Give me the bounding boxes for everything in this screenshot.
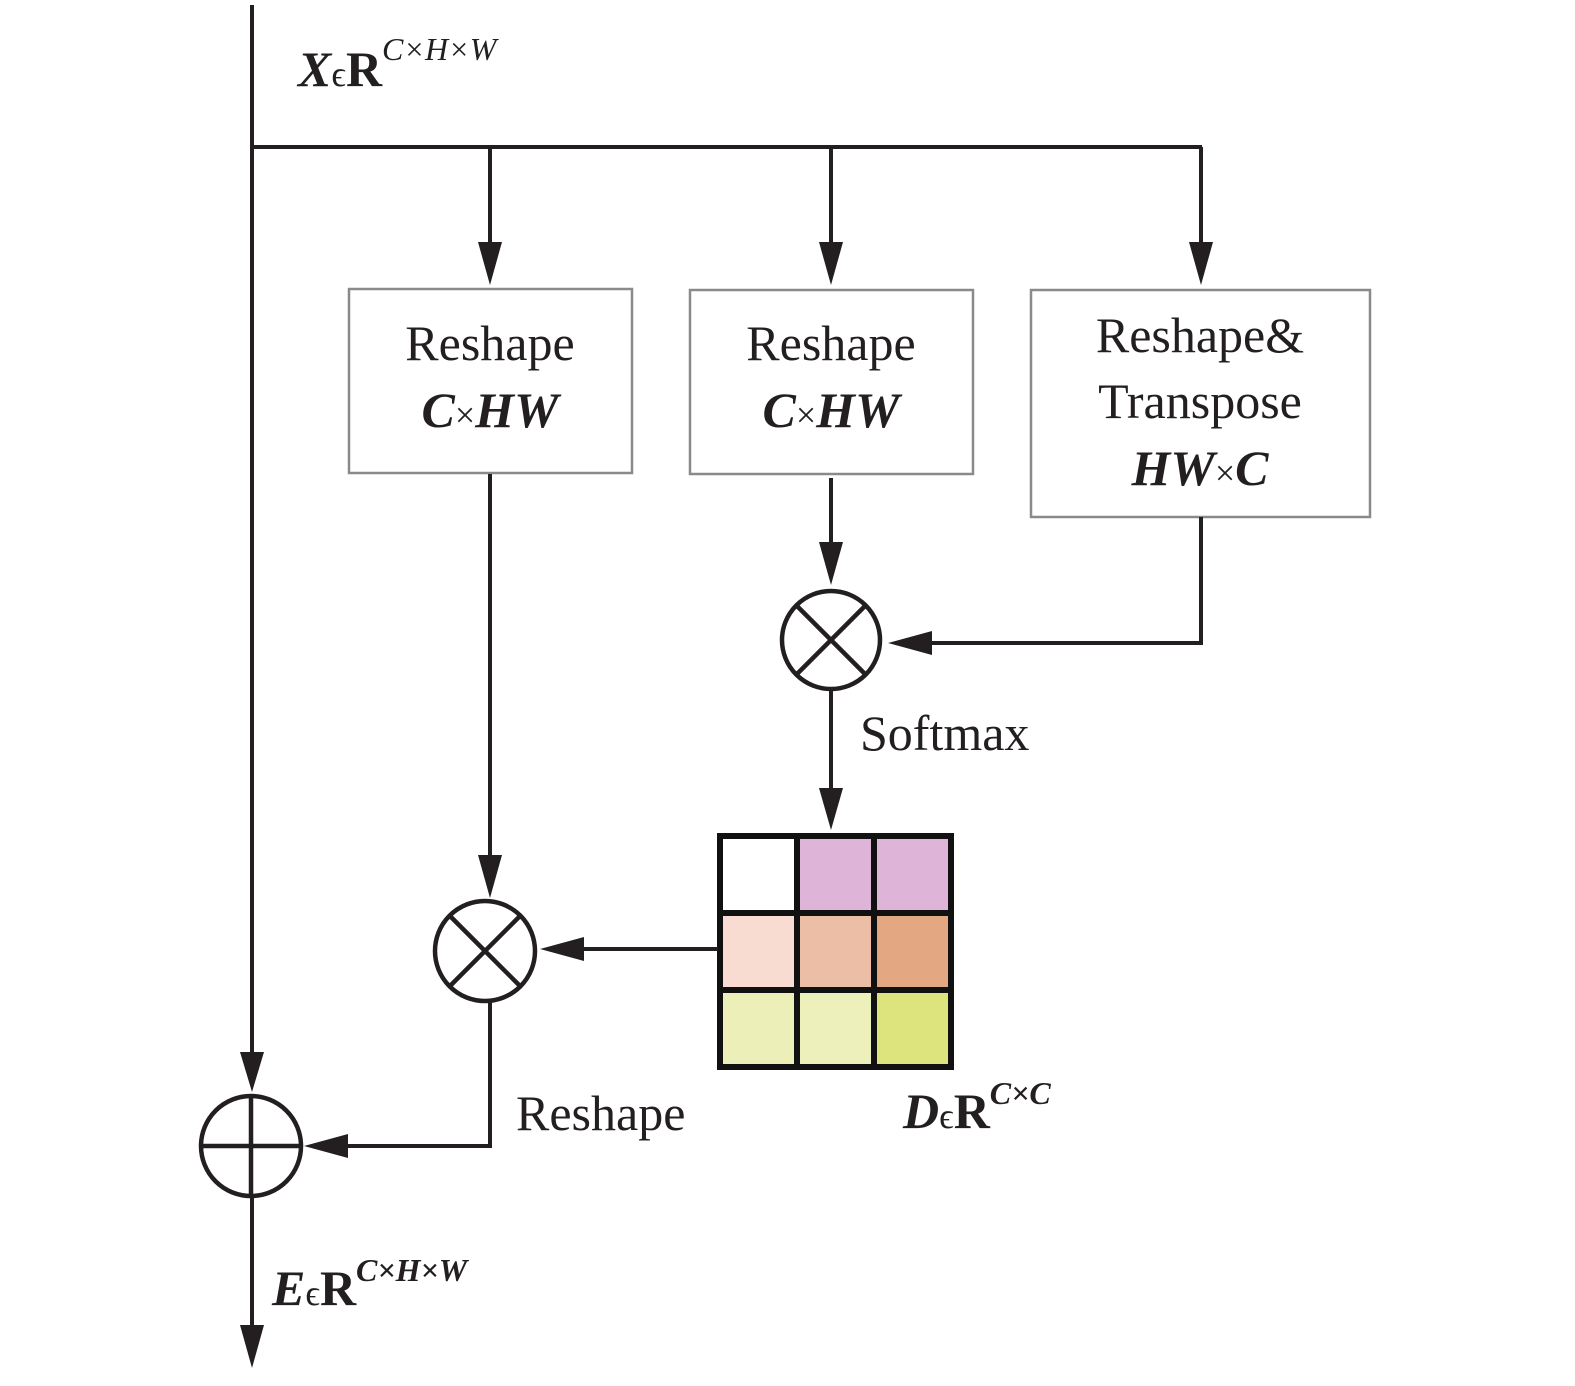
box2-dims: C×HW xyxy=(762,382,903,438)
matrix-cell-0-1 xyxy=(794,833,877,916)
box3-line2: Transpose xyxy=(1098,373,1302,429)
reshape-line xyxy=(340,1001,492,1148)
arrow-head xyxy=(240,1052,264,1092)
reshape-box-1 xyxy=(347,287,634,475)
matrix-cell-0-2 xyxy=(871,833,954,916)
arrow-head xyxy=(240,1325,264,1368)
box3-line1: Reshape& xyxy=(1096,307,1304,363)
reshape-transpose-box xyxy=(1029,288,1372,519)
matrix-cell-0-0 xyxy=(717,833,800,916)
matrix-cell-2-1 xyxy=(794,987,877,1070)
box3-out-line xyxy=(925,517,1203,645)
arrow-head xyxy=(478,855,502,898)
matrix-cell-1-0 xyxy=(717,910,800,993)
arrow-head xyxy=(540,937,584,961)
box1-dims: C×HW xyxy=(421,382,562,438)
attention-matrix xyxy=(717,833,954,1070)
multiply-node-1 xyxy=(779,588,883,692)
arrow-head xyxy=(819,242,843,285)
box3-dims: HW×C xyxy=(1130,440,1269,496)
matrix-label: DϵRC×C xyxy=(902,1075,1051,1139)
arrow-head xyxy=(888,631,932,655)
output-label: EϵRC×H×W xyxy=(271,1252,470,1316)
matrix-cell-2-0 xyxy=(717,987,800,1070)
softmax-label: Softmax xyxy=(860,705,1029,761)
reshape-label: Reshape xyxy=(516,1085,685,1141)
reshape-box-2 xyxy=(688,288,975,476)
arrow-head xyxy=(304,1134,348,1158)
matrix-cell-2-2 xyxy=(871,987,954,1070)
arrow-head xyxy=(478,242,502,285)
box1-line1: Reshape xyxy=(405,315,574,371)
matrix-cell-1-1 xyxy=(794,910,877,993)
arrow-head xyxy=(1189,242,1213,285)
multiply-node-2 xyxy=(432,898,538,1004)
add-node xyxy=(198,1093,304,1199)
arrow-head xyxy=(819,788,843,830)
matrix-cell-1-2 xyxy=(871,910,954,993)
input-label: XϵRC×H×W xyxy=(296,31,500,97)
arrow-head xyxy=(819,542,843,585)
box2-line1: Reshape xyxy=(746,315,915,371)
